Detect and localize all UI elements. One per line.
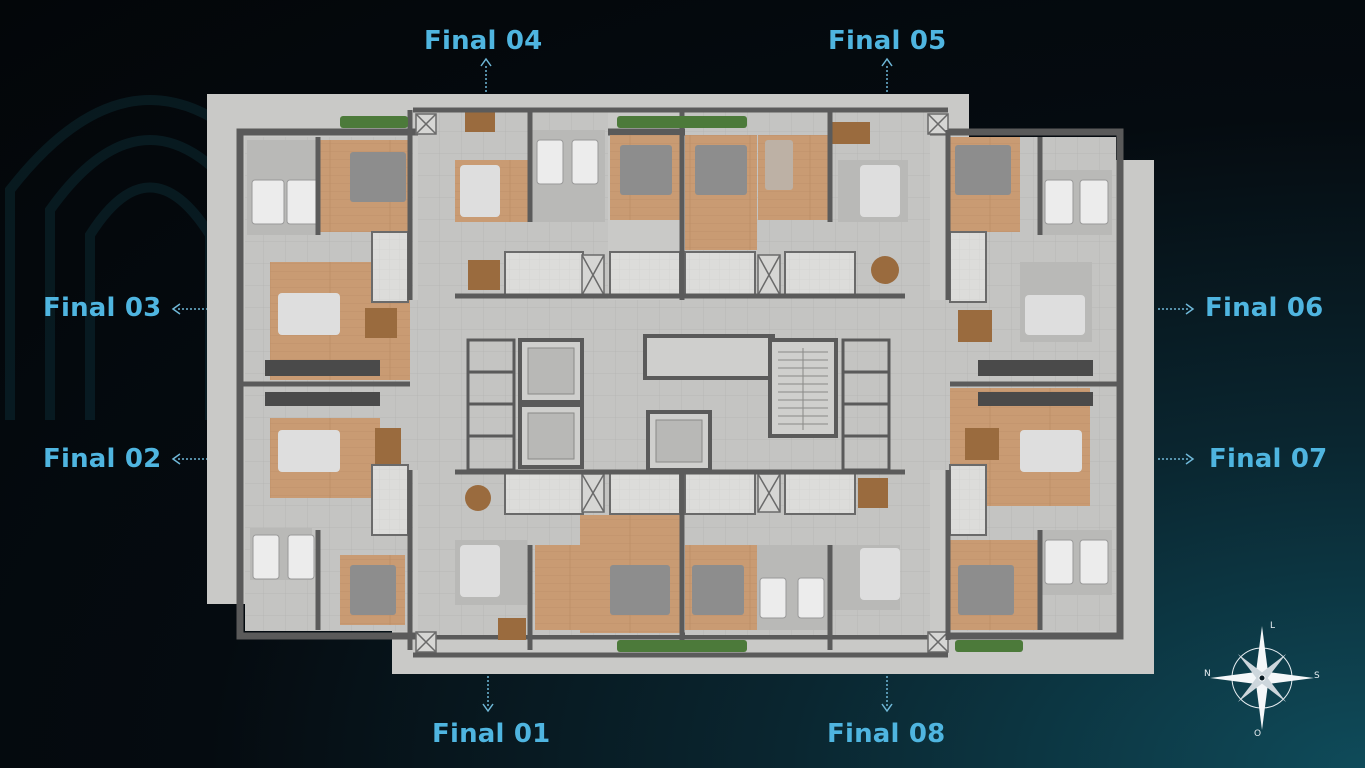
label-final-07: Final 07 [1209,444,1328,474]
stair-steps [778,348,828,430]
arrow-final-05 [881,57,893,92]
unit-final-01 [418,470,683,640]
arrow-final-03 [171,303,208,315]
label-final-04: Final 04 [424,26,543,56]
bathrooms [371,231,987,536]
elevator-cabs [527,347,703,463]
compass-letter-n: N [1204,669,1211,679]
arrow-final-01 [482,676,494,713]
label-final-05: Final 05 [828,26,947,56]
label-final-06: Final 06 [1205,293,1324,323]
interior-walls [240,107,1120,658]
arrow-final-06 [1158,303,1195,315]
unit-final-02 [245,386,413,631]
planters [340,116,1023,652]
unit-final-03 [245,137,413,382]
label-final-03: Final 03 [43,293,162,323]
compass-letter-s: S [1314,671,1320,681]
arrow-final-08 [881,676,893,713]
arrow-final-04 [480,57,492,92]
unit-final-07 [948,386,1116,631]
unit-final-06 [948,137,1116,382]
compass-letter-o: O [1254,729,1261,739]
arrow-final-02 [171,453,208,465]
compass-letter-l: L [1270,621,1275,631]
ventilation-shafts [415,113,949,653]
arrow-final-07 [1158,453,1195,465]
label-final-08: Final 08 [827,719,946,749]
label-final-01: Final 01 [432,719,551,749]
floor-plan [207,94,1154,674]
compass-rose-icon: N L S O [1204,621,1320,739]
label-final-02: Final 02 [43,444,162,474]
